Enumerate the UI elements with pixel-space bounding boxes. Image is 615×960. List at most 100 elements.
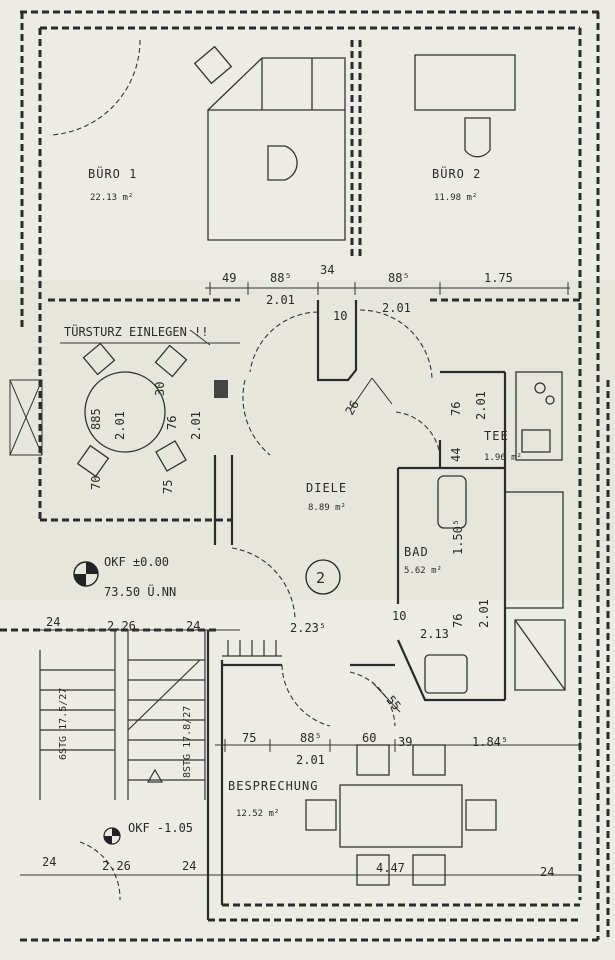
stair-direction <box>127 659 201 731</box>
wall-diele-nook <box>316 300 358 382</box>
dim-26 <box>349 377 393 411</box>
dim-10-a: 10 <box>333 309 347 323</box>
door-swing-tee <box>395 411 441 457</box>
okf-bottom-label: OKF -1.05 <box>128 821 193 835</box>
kitchen-sink <box>521 429 551 453</box>
dim-39: 39 <box>398 735 412 749</box>
stove-ring-1 <box>534 382 546 394</box>
chair-meeting-3 <box>356 854 390 886</box>
room-name-buero2: BÜRO 2 <box>432 165 481 181</box>
dim-24-a: 24 <box>46 615 60 629</box>
dim-24-c: 24 <box>42 855 56 869</box>
room-area-tee: 1.96 m² <box>484 453 522 463</box>
dim-175: 1.75 <box>484 271 513 285</box>
chair-round-4 <box>76 444 110 478</box>
chair-meeting-6 <box>465 799 497 831</box>
washbasin <box>424 654 468 694</box>
desk-buero1-top <box>207 57 346 111</box>
dim-213: 2.13 <box>420 627 449 641</box>
dim-201-b: 2.01 <box>382 301 411 315</box>
stairs-right-label: 8STG 17.8/27 <box>182 706 193 778</box>
dim-1505: 1.50⁵ <box>451 519 465 555</box>
note-tuersturz: TÜRSTURZ EINLEGEN !! <box>64 323 209 339</box>
room-area-buero2: 11.98 m² <box>434 193 477 203</box>
dim-24-b: 24 <box>186 619 200 633</box>
round-table <box>84 371 166 453</box>
door-swing-diele-left <box>242 379 271 456</box>
dim-1845: 1.84⁵ <box>472 735 508 749</box>
room-area-diele: 8.89 m² <box>308 503 346 513</box>
dim-70: 70 <box>89 476 103 490</box>
desk-buero1-dividers <box>261 58 313 110</box>
shower <box>514 619 566 691</box>
window-left <box>9 379 43 456</box>
okf-top-label: OKF ±0.00 <box>104 555 169 569</box>
chair-meeting-4 <box>412 854 446 886</box>
dim-49: 49 <box>222 271 236 285</box>
stair-arrow <box>146 768 164 783</box>
room-area-buero1: 22.13 m² <box>90 193 133 203</box>
desk-buero1 <box>207 109 346 241</box>
dim-2235: 2.23⁵ <box>290 621 326 635</box>
stair-stringers <box>39 630 206 800</box>
room-name-tee: TEE <box>484 429 509 443</box>
dim-76-a: 76 <box>449 402 463 416</box>
dim-75-a: 75 <box>161 480 175 494</box>
dim-885-d: 88⁵ <box>300 731 322 745</box>
room-name-besprechung: BESPRECHUNG <box>228 779 318 793</box>
dim-26-text: 26 <box>342 398 361 418</box>
dim-201-c: 2.01 <box>474 391 488 420</box>
chair-buero2 <box>464 117 491 158</box>
dim-76-b: 76 <box>165 416 179 430</box>
dim-76-c: 76 <box>451 614 465 628</box>
dim-201-a: 2.01 <box>266 293 295 307</box>
desk-buero2 <box>414 54 516 111</box>
door-swing-besprechung-right <box>349 671 396 727</box>
chair-round-1 <box>154 344 188 378</box>
dim-885-c: 885 <box>89 408 103 430</box>
doors <box>49 39 441 901</box>
bathtub <box>504 491 564 609</box>
dim-201-d: 2.01 <box>113 411 127 440</box>
stair-treads-left <box>40 669 115 751</box>
dim-75-b: 75 <box>242 731 256 745</box>
door-swing-besprechung <box>281 664 331 727</box>
dim-ticks-besprechung <box>224 739 581 752</box>
room-name-diele: DIELE <box>306 481 347 495</box>
level-marker-top <box>73 561 99 587</box>
walls <box>0 10 610 942</box>
okf-marker-fill-top <box>74 562 98 586</box>
kitchen-unit <box>515 371 563 461</box>
dim-60: 60 <box>362 731 376 745</box>
room-name-buero1: BÜRO 1 <box>88 165 137 181</box>
chair-buero1 <box>193 45 233 85</box>
stairs <box>39 630 282 800</box>
dim-24-d: 24 <box>182 859 196 873</box>
toilet <box>437 475 467 529</box>
dim-24-e: 24 <box>540 865 554 879</box>
room-name-bad: BAD <box>404 545 429 559</box>
dim-55 <box>371 681 401 713</box>
dim-226-a: 2.26 <box>107 619 136 633</box>
stove-ring-2 <box>545 395 555 405</box>
dim-44: 44 <box>449 448 463 462</box>
door-swing-buero1 <box>49 39 141 136</box>
stairs-left-label: 6STG 17.5/27 <box>58 688 69 760</box>
dim-226-b: 2.26 <box>102 859 131 873</box>
door-swing-stair <box>79 841 121 901</box>
door-swing-diele-bottom <box>231 547 296 619</box>
dim-30: 30 <box>153 382 167 396</box>
dim-201-f: 2.01 <box>477 599 491 628</box>
chair-meeting-5 <box>305 799 337 831</box>
dim-447: 4.47 <box>376 861 405 875</box>
stair-top-steps <box>222 640 282 657</box>
dim-885-a: 88⁵ <box>270 271 292 285</box>
furniture <box>76 45 566 886</box>
okf-top-nn-label: 73.50 Ü.NN <box>104 583 176 599</box>
door-swing-buero1-diele <box>249 311 319 373</box>
dim-ticks-top <box>209 282 569 295</box>
chair-round-3 <box>155 440 187 472</box>
chair-buero1-desk <box>267 145 298 181</box>
level-marker-bottom <box>103 827 121 845</box>
